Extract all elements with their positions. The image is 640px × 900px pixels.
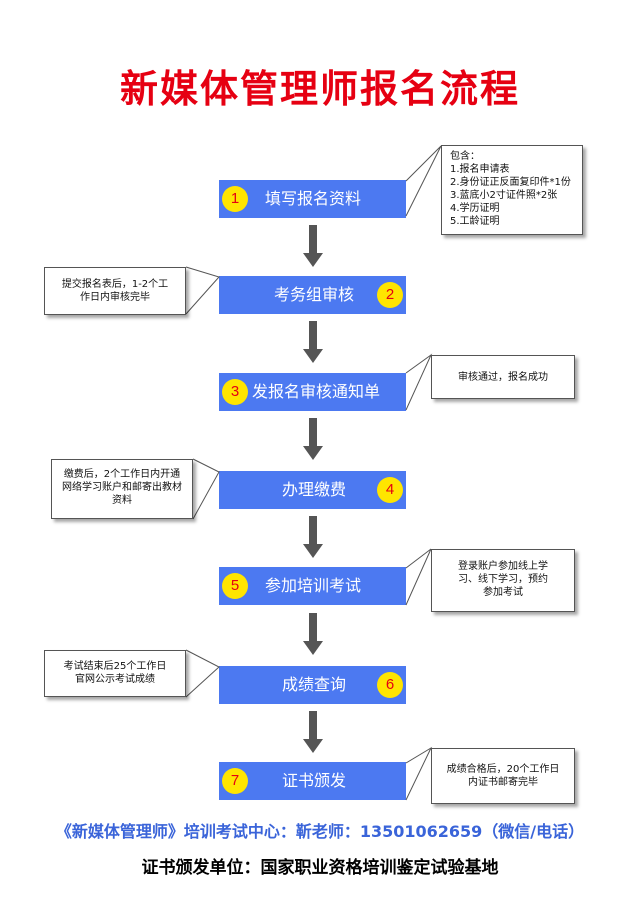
- note-line: 审核通过，报名成功: [458, 372, 548, 383]
- note-line: 5.工龄证明: [450, 216, 500, 227]
- note-line: 3.蓝底小2寸证件照*2张: [450, 190, 558, 201]
- contact-line: 《新媒体管理师》培训考试中心：靳老师：13501062659（微信/电话）: [55, 822, 585, 841]
- note-line: 成绩合格后，20个工作日: [446, 764, 560, 775]
- note-line: 4.学历证明: [450, 203, 500, 214]
- page-title: 新媒体管理师报名流程: [119, 67, 520, 111]
- note-line: 缴费后，2个工作日内开通: [63, 469, 181, 480]
- issuer-line: 证书颁发单位：国家职业资格培训鉴定试验基地: [141, 858, 499, 878]
- step-4-number-badge: 4: [377, 477, 403, 503]
- step-7-box: 7 证书颁发: [219, 762, 406, 800]
- step-5-label: 参加培训考试: [265, 576, 362, 595]
- step-1-label: 填写报名资料: [265, 189, 362, 208]
- note-line: 网络学习账户和邮寄出教材: [62, 482, 182, 493]
- arrow-down-icon: [303, 321, 323, 363]
- note-step-3: 审核通过，报名成功: [431, 355, 575, 399]
- step-5-number-badge: 5: [222, 573, 248, 599]
- note-line: 提交报名表后，1-2个工: [61, 279, 169, 290]
- note-step-4: 缴费后，2个工作日内开通 网络学习账户和邮寄出教材 资料: [51, 459, 193, 519]
- arrow-down-icon: [303, 711, 323, 753]
- note-step-7: 成绩合格后，20个工作日 内证书邮寄完毕: [431, 748, 575, 804]
- note-step-6: 考试结束后25个工作日 官网公示考试成绩: [44, 650, 186, 697]
- step-5-box: 5 参加培训考试: [219, 567, 406, 605]
- step-6-number-badge: 6: [377, 672, 403, 698]
- step-3-label: 发报名审核通知单: [252, 382, 381, 401]
- arrow-down-icon: [303, 516, 323, 558]
- step-4-box: 办理缴费 4: [219, 471, 406, 509]
- arrow-down-icon: [303, 418, 323, 460]
- step-6-box: 成绩查询 6: [219, 666, 406, 704]
- note-line: 习、线下学习，预约: [458, 574, 548, 585]
- step-2-box: 考务组审核 2: [219, 276, 406, 314]
- note-line: 参加考试: [483, 587, 523, 598]
- note-step-1-requirements: 包含： 1.报名申请表 2.身份证正反面复印件*1份 3.蓝底小2寸证件照*2张…: [441, 145, 583, 235]
- step-2-label: 考务组审核: [274, 285, 355, 304]
- note-line: 资料: [112, 495, 132, 506]
- note-line: 登录账户参加线上学: [458, 561, 548, 572]
- arrow-down-icon: [303, 225, 323, 267]
- step-6-label: 成绩查询: [282, 675, 347, 694]
- step-2-number-badge: 2: [377, 282, 403, 308]
- note-line: 1.报名申请表: [450, 164, 510, 175]
- step-3-box: 3 发报名审核通知单: [219, 373, 406, 411]
- note-line: 考试结束后25个工作日: [63, 661, 167, 672]
- note-line: 内证书邮寄完毕: [468, 777, 538, 788]
- step-3-number-badge: 3: [222, 379, 248, 405]
- step-7-label: 证书颁发: [282, 771, 347, 790]
- arrow-down-icon: [303, 613, 323, 655]
- step-1-number-badge: 1: [222, 186, 248, 212]
- note-line: 2.身份证正反面复印件*1份: [450, 177, 571, 188]
- note-step-5: 登录账户参加线上学 习、线下学习，预约 参加考试: [431, 549, 575, 612]
- step-7-number-badge: 7: [222, 768, 248, 794]
- step-4-label: 办理缴费: [282, 480, 347, 499]
- note-step-2: 提交报名表后，1-2个工 作日内审核完毕: [44, 267, 186, 315]
- step-1-box: 1 填写报名资料: [219, 180, 406, 218]
- note-line: 官网公示考试成绩: [75, 674, 155, 685]
- note-line: 包含：: [450, 151, 480, 162]
- note-line: 作日内审核完毕: [80, 292, 150, 303]
